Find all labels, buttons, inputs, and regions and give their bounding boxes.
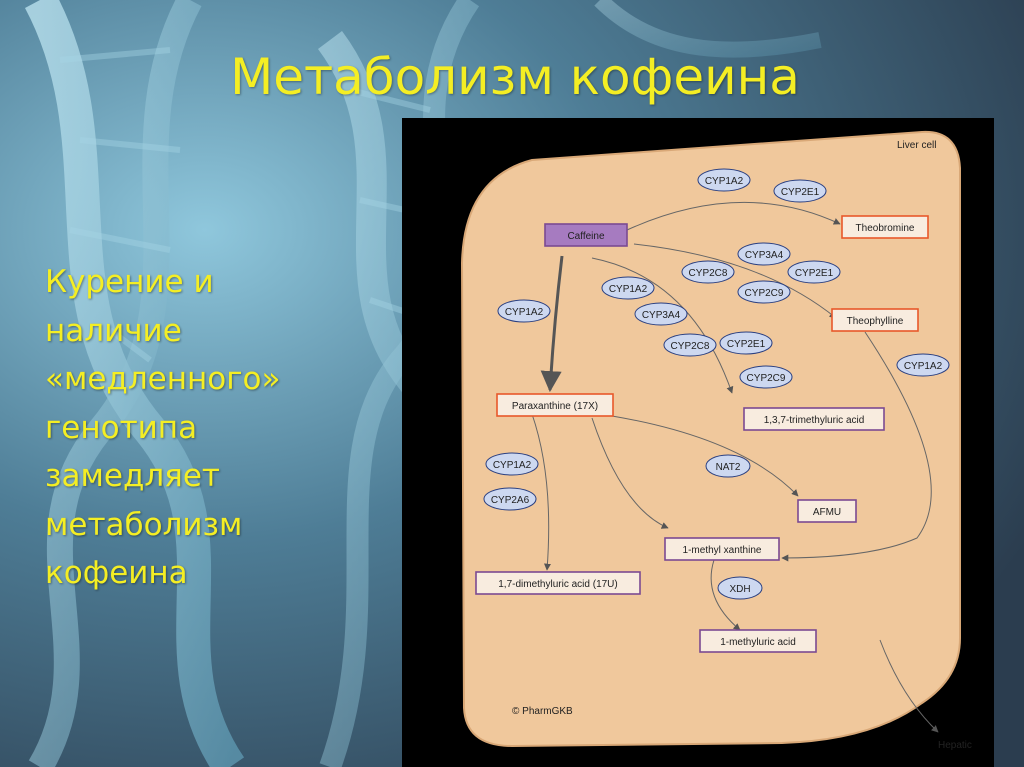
enzyme-label: CYP2E1 <box>795 268 834 279</box>
node-caffeine-label: Caffeine <box>567 231 605 242</box>
arrow-exit <box>879 639 939 733</box>
enzyme-badge: CYP1A2 <box>601 276 655 300</box>
arrow-caffeine-paraxanthine <box>540 255 564 393</box>
enzyme-badge: CYP2C9 <box>739 365 793 389</box>
enzyme-badge: CYP3A4 <box>737 242 791 266</box>
enzyme-badge: CYP1A2 <box>497 299 551 323</box>
enzyme-badge: CYP2C8 <box>663 333 717 357</box>
arrow-caffeine-trimethyluric <box>591 257 734 394</box>
enzyme-label: CYP3A4 <box>642 310 681 321</box>
enzyme-badge: CYP1A2 <box>896 353 950 377</box>
enzyme-badge: CYP2A6 <box>483 487 537 511</box>
bullet-line: замедляет <box>45 458 220 494</box>
slide-title: Метаболизм кофеина <box>230 48 800 106</box>
enzyme-badge: CYP2E1 <box>773 179 827 203</box>
node-methyluric-label: 1-methyluric acid <box>720 637 796 648</box>
enzyme-badge: CYP1A2 <box>485 452 539 476</box>
enzyme-badge: NAT2 <box>705 454 751 478</box>
node-dimethyluric-label: 1,7-dimethyluric acid (17U) <box>498 579 618 590</box>
enzyme-badge: CYP2E1 <box>787 260 841 284</box>
node-trimethyluric-label: 1,3,7-trimethyluric acid <box>764 415 865 426</box>
enzyme-badge: CYP2E1 <box>719 331 773 355</box>
node-theophylline-label: Theophylline <box>847 316 904 327</box>
enzyme-label: CYP2C8 <box>689 268 728 279</box>
enzyme-label: CYP1A2 <box>904 361 943 372</box>
enzyme-label: XDH <box>729 584 750 595</box>
node-caffeine: Caffeine <box>544 223 628 247</box>
arrow-methylxanthine-methyluric <box>710 559 741 631</box>
bullet-line: наличие <box>45 312 182 349</box>
node-theobromine: Theobromine <box>841 215 929 239</box>
node-theobromine-label: Theobromine <box>856 223 915 234</box>
enzyme-badge: CYP2C8 <box>681 260 735 284</box>
pharmgkb-watermark: © PharmGKB <box>512 706 573 717</box>
enzyme-badge: CYP2C9 <box>737 280 791 304</box>
arrow-caffeine-theophylline <box>633 243 837 319</box>
node-paraxanthine-label: Paraxanthine (17X) <box>512 401 598 412</box>
arrow-caffeine-theobromine <box>626 202 841 231</box>
enzyme-label: CYP2A6 <box>491 495 530 506</box>
enzyme-label: CYP1A2 <box>493 460 532 471</box>
enzyme-badge: CYP1A2 <box>697 168 751 192</box>
node-theophylline: Theophylline <box>831 308 919 332</box>
arrow-paraxanthine-dimethyluric <box>531 413 551 571</box>
slide-bullet-text: Курение и наличие «медленного» генотипа … <box>45 258 395 598</box>
enzyme-label: CYP1A2 <box>705 176 744 187</box>
enzyme-label: CYP1A2 <box>609 284 648 295</box>
bullet-line: генотипа <box>45 409 198 446</box>
bullet-line: метаболизм <box>45 506 243 543</box>
enzyme-badge: XDH <box>717 576 763 600</box>
arrow-paraxanthine-methylxanthine <box>591 417 669 529</box>
arrow-theophylline-methylxanthine <box>781 331 932 562</box>
enzyme-label: CYP1A2 <box>505 307 544 318</box>
arrow-paraxanthine-afmu <box>611 415 799 497</box>
cell-label: Liver cell <box>897 140 936 151</box>
node-afmu-label: AFMU <box>813 507 841 518</box>
caffeine-pathway-diagram: Liver cell Caffeine Theobromine Theophyl… <box>402 118 994 767</box>
node-methyluric: 1-methyluric acid <box>699 629 817 653</box>
node-dimethyluric: 1,7-dimethyluric acid (17U) <box>475 571 641 595</box>
enzyme-label: CYP2E1 <box>781 187 820 198</box>
node-methylxanthine-label: 1-methyl xanthine <box>683 545 762 556</box>
enzyme-label: CYP2C9 <box>747 373 786 384</box>
enzyme-label: NAT2 <box>716 462 741 473</box>
exit-label: Hepatic <box>938 740 972 751</box>
enzyme-label: CYP2C8 <box>671 341 710 352</box>
enzyme-label: CYP2C9 <box>745 288 784 299</box>
bullet-line: «медленного» <box>45 361 281 397</box>
node-afmu: AFMU <box>797 499 857 523</box>
node-methylxanthine: 1-methyl xanthine <box>664 537 780 561</box>
enzyme-badge: CYP3A4 <box>634 302 688 326</box>
enzyme-label: CYP2E1 <box>727 339 766 350</box>
enzyme-label: CYP3A4 <box>745 250 784 261</box>
node-trimethyluric: 1,3,7-trimethyluric acid <box>743 407 885 431</box>
node-paraxanthine: Paraxanthine (17X) <box>496 393 614 417</box>
bullet-line: кофеина <box>45 555 188 591</box>
bullet-line: Курение и <box>45 264 214 300</box>
